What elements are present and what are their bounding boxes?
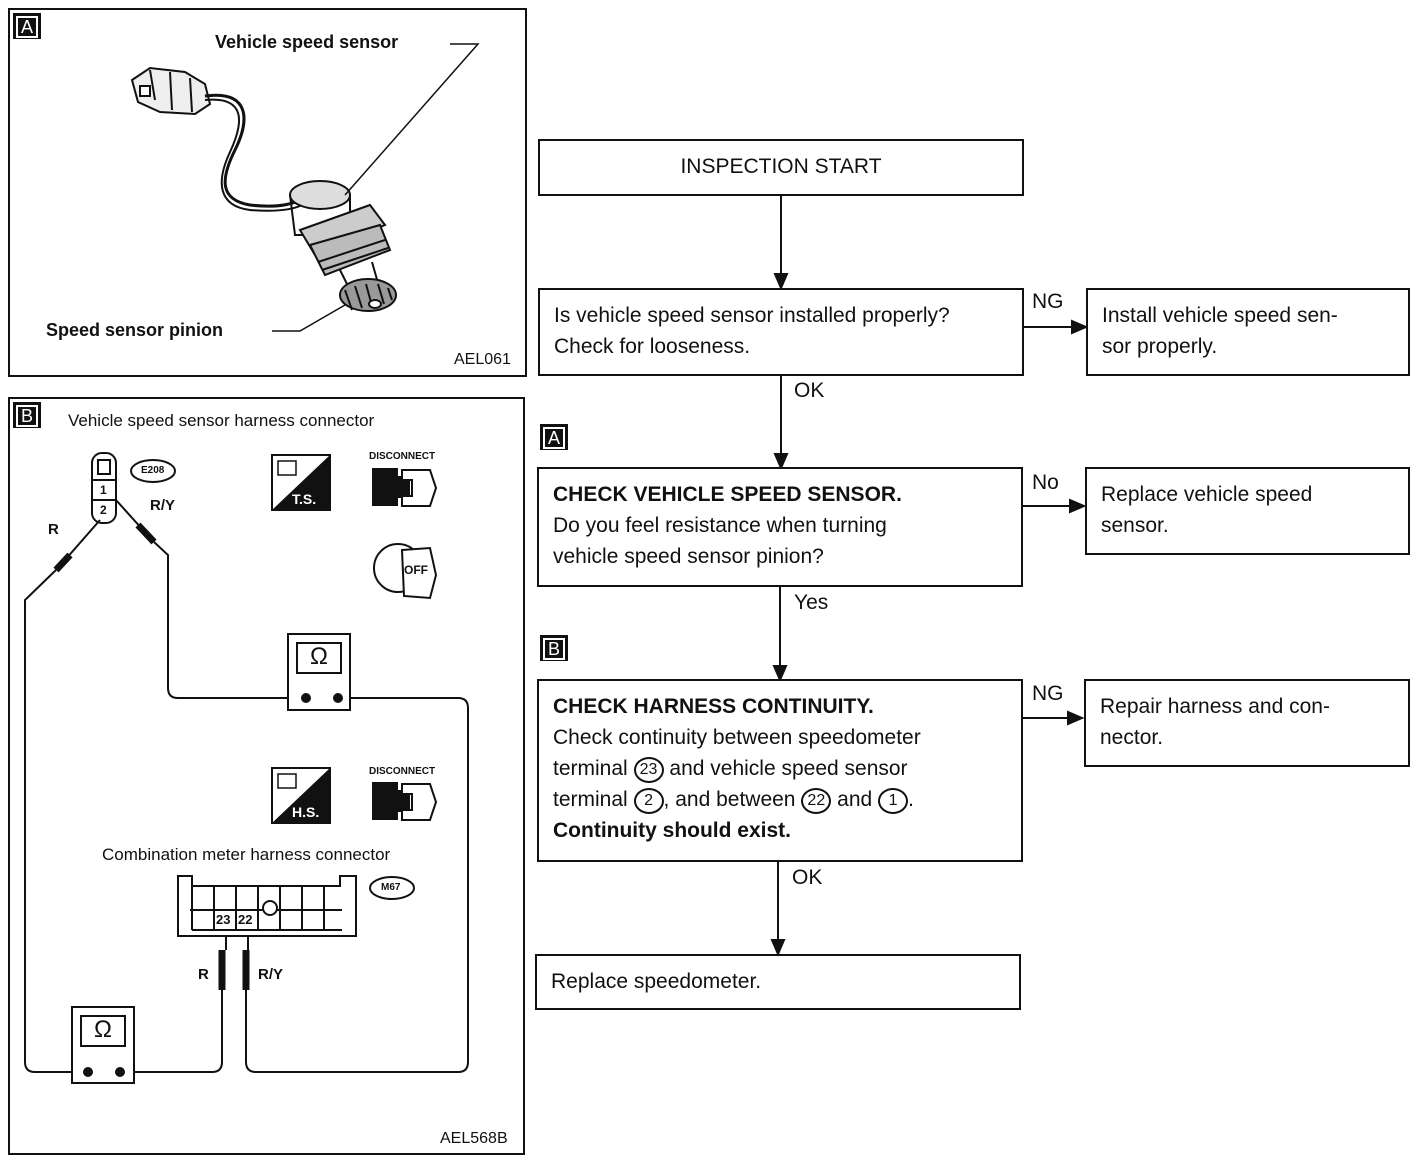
inspection-start-text: INSPECTION START	[680, 155, 882, 178]
flow-arrows	[770, 196, 1089, 957]
step-a-no-label: No	[1032, 471, 1059, 494]
step-b-line-4: Continuity should exist.	[553, 819, 792, 842]
check-installation-box: Is vehicle speed sensor installed proper…	[538, 288, 1024, 376]
step-b-l3b: , and between	[663, 788, 796, 811]
hs-icon	[271, 767, 331, 824]
terminal-23-label: 23	[216, 912, 231, 927]
wire-r-label-2: R	[198, 966, 209, 983]
q1-line-2: Check for looseness.	[554, 335, 751, 358]
q1-line-1: Is vehicle speed sensor installed proper…	[554, 304, 950, 327]
step-b-l3c: and	[837, 788, 873, 811]
install-sensor-box: Install vehicle speed sen- sor properly.	[1086, 288, 1410, 376]
sensor-connector-title: Vehicle speed sensor harness connector	[68, 411, 375, 430]
q1-ok-label: OK	[794, 379, 825, 402]
step-a-title: CHECK VEHICLE SPEED SENSOR.	[553, 483, 902, 506]
step-a-no-action-line-2: sensor.	[1101, 514, 1169, 537]
hs-label: H.S.	[292, 804, 320, 820]
pin-2-label: 2	[100, 503, 107, 517]
step-a-line-2: vehicle speed sensor pinion?	[553, 545, 824, 568]
pin-1-label: 1	[100, 483, 107, 497]
inspection-start-box: INSPECTION START	[538, 139, 1024, 196]
step-a-no-action-line-1: Replace vehicle speed	[1101, 483, 1313, 506]
step-b-l2b: and vehicle speed sensor	[669, 757, 908, 780]
step-b-ng-action-line-2: nector.	[1100, 726, 1164, 749]
ts-icon	[271, 454, 331, 511]
wire-r-label: R	[48, 521, 59, 538]
step-b-l3a: terminal	[553, 788, 628, 811]
q1-ng-action-line-2: sor properly.	[1102, 335, 1218, 358]
pinion-leader-line	[272, 304, 346, 332]
replace-speedometer-box: Replace speedometer.	[535, 954, 1021, 1010]
step-a-line-1: Do you feel resistance when turning	[553, 514, 887, 537]
terminal-23-circle: 23	[633, 757, 664, 783]
step-b-line-2: terminal 23 and vehicle speed sensor	[553, 753, 1007, 784]
meter-connector-title: Combination meter harness connector	[102, 845, 391, 864]
step-b-ng-label: NG	[1032, 682, 1064, 705]
panel-a-tag: A	[13, 13, 41, 39]
panel-a-frame	[8, 8, 527, 377]
ohmmeter-1-symbol: Ω	[310, 643, 328, 670]
disconnect-icon	[372, 468, 438, 507]
panel-b-code: AEL568B	[440, 1130, 508, 1147]
step-b-line-1: Check continuity between speedometer	[553, 726, 921, 749]
vehicle-speed-sensor-label: Vehicle speed sensor	[215, 32, 399, 52]
terminal-1-circle: 1	[878, 788, 909, 814]
disconnect-label-1: DISCONNECT	[369, 451, 436, 462]
step-b-ng-action-line-1: Repair harness and con-	[1100, 695, 1330, 718]
repair-harness-box: Repair harness and con- nector.	[1084, 679, 1410, 767]
final-text: Replace speedometer.	[551, 970, 762, 993]
replace-sensor-box: Replace vehicle speed sensor.	[1085, 467, 1410, 555]
step-b-ok-label: OK	[792, 866, 823, 889]
step-b-tag: B	[540, 635, 568, 661]
step-a-yes-label: Yes	[794, 591, 829, 614]
off-label: OFF	[404, 563, 428, 577]
panel-a-code: AEL061	[454, 351, 511, 368]
speed-sensor-pinion-label: Speed sensor pinion	[46, 320, 224, 340]
disconnect-icon	[372, 782, 438, 821]
terminal-2-circle: 2	[633, 788, 664, 814]
step-a-tag: A	[540, 424, 568, 450]
ignition-off-icon	[373, 543, 438, 600]
step-b-l2a: terminal	[553, 757, 628, 780]
ts-label: T.S.	[292, 491, 317, 507]
check-harness-box: CHECK HARNESS CONTINUITY. Check continui…	[537, 679, 1023, 862]
step-b-title: CHECK HARNESS CONTINUITY.	[553, 695, 874, 718]
q1-ng-label: NG	[1032, 290, 1064, 313]
panel-b-frame	[8, 397, 525, 1155]
sensor-connector-code: E208	[141, 465, 165, 476]
meter-connector-code: M67	[381, 882, 401, 893]
wire-ry-label: R/Y	[150, 497, 176, 514]
disconnect-label-2: DISCONNECT	[369, 766, 436, 777]
step-b-l3d: .	[908, 788, 914, 811]
terminal-22-label: 22	[238, 912, 253, 927]
sensor-leader-line	[344, 43, 480, 196]
ohmmeter-2-symbol: Ω	[94, 1016, 112, 1043]
panel-b-tag: B	[13, 402, 41, 428]
wiring-diagram	[24, 452, 469, 1084]
check-sensor-box: CHECK VEHICLE SPEED SENSOR. Do you feel …	[537, 467, 1023, 587]
step-b-line-3: terminal 2, and between 22 and 1.	[553, 784, 1007, 815]
wire-ry-label-2: R/Y	[258, 966, 284, 983]
speed-sensor-illustration	[130, 66, 397, 312]
q1-ng-action-line-1: Install vehicle speed sen-	[1102, 304, 1338, 327]
terminal-22-circle: 22	[801, 788, 832, 814]
